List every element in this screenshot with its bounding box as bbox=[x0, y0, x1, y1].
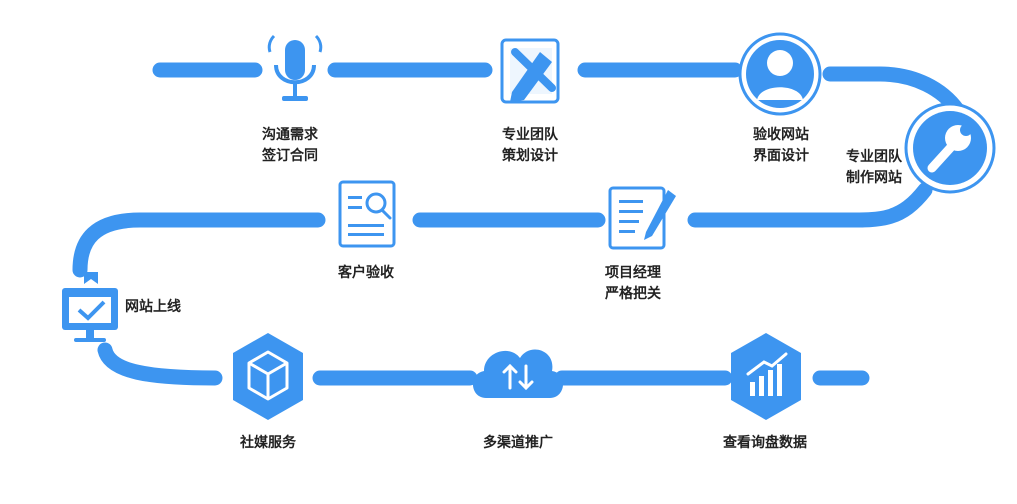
step-label-line: 专业团队 bbox=[502, 126, 558, 142]
step-label-line: 验收网站 bbox=[753, 126, 809, 142]
user-icon bbox=[738, 32, 822, 116]
step-label-line: 策划设计 bbox=[502, 147, 558, 163]
cube-icon bbox=[233, 333, 303, 420]
step-label-line: 查看询盘数据 bbox=[723, 434, 807, 450]
step-label-contract: 沟通需求 签订合同 bbox=[262, 124, 318, 166]
microphone-icon bbox=[267, 34, 323, 101]
step-label-line: 沟通需求 bbox=[262, 126, 318, 142]
flow-row-1 bbox=[152, 62, 978, 188]
step-label-planning: 专业团队 策划设计 bbox=[502, 124, 558, 166]
monitor-check-icon bbox=[62, 272, 118, 342]
step-label-acceptance: 客户验收 bbox=[338, 262, 394, 283]
step-label-line: 界面设计 bbox=[753, 147, 809, 163]
wrench-icon bbox=[904, 102, 996, 194]
step-label-line: 签订合同 bbox=[262, 147, 318, 163]
step-label-line: 社媒服务 bbox=[240, 434, 296, 450]
step-label-line: 严格把关 bbox=[605, 285, 661, 301]
step-label-launch: 网站上线 bbox=[125, 296, 181, 317]
step-label-pm-review: 项目经理 严格把关 bbox=[605, 262, 661, 304]
step-label-social-media: 社媒服务 bbox=[240, 432, 296, 453]
step-label-build: 专业团队 制作网站 bbox=[846, 146, 902, 188]
step-label-inquiry-data: 查看询盘数据 bbox=[723, 432, 807, 453]
step-label-promotion: 多渠道推广 bbox=[483, 432, 553, 453]
document-edit-icon bbox=[608, 186, 676, 250]
flow-row-2 bbox=[72, 182, 933, 278]
step-label-line: 网站上线 bbox=[125, 298, 181, 314]
step-label-line: 多渠道推广 bbox=[483, 434, 553, 450]
document-search-icon bbox=[338, 180, 396, 248]
flow-path bbox=[72, 62, 978, 386]
step-label-line: 制作网站 bbox=[846, 169, 902, 185]
step-label-line: 项目经理 bbox=[605, 264, 661, 280]
pencil-ruler-icon bbox=[500, 38, 560, 104]
step-label-line: 客户验收 bbox=[338, 264, 394, 280]
chart-icon bbox=[731, 333, 801, 420]
step-label-line: 专业团队 bbox=[846, 148, 902, 164]
flow-row-3 bbox=[97, 342, 870, 386]
cloud-icon bbox=[472, 349, 564, 398]
step-label-ui-design: 验收网站 界面设计 bbox=[753, 124, 809, 166]
